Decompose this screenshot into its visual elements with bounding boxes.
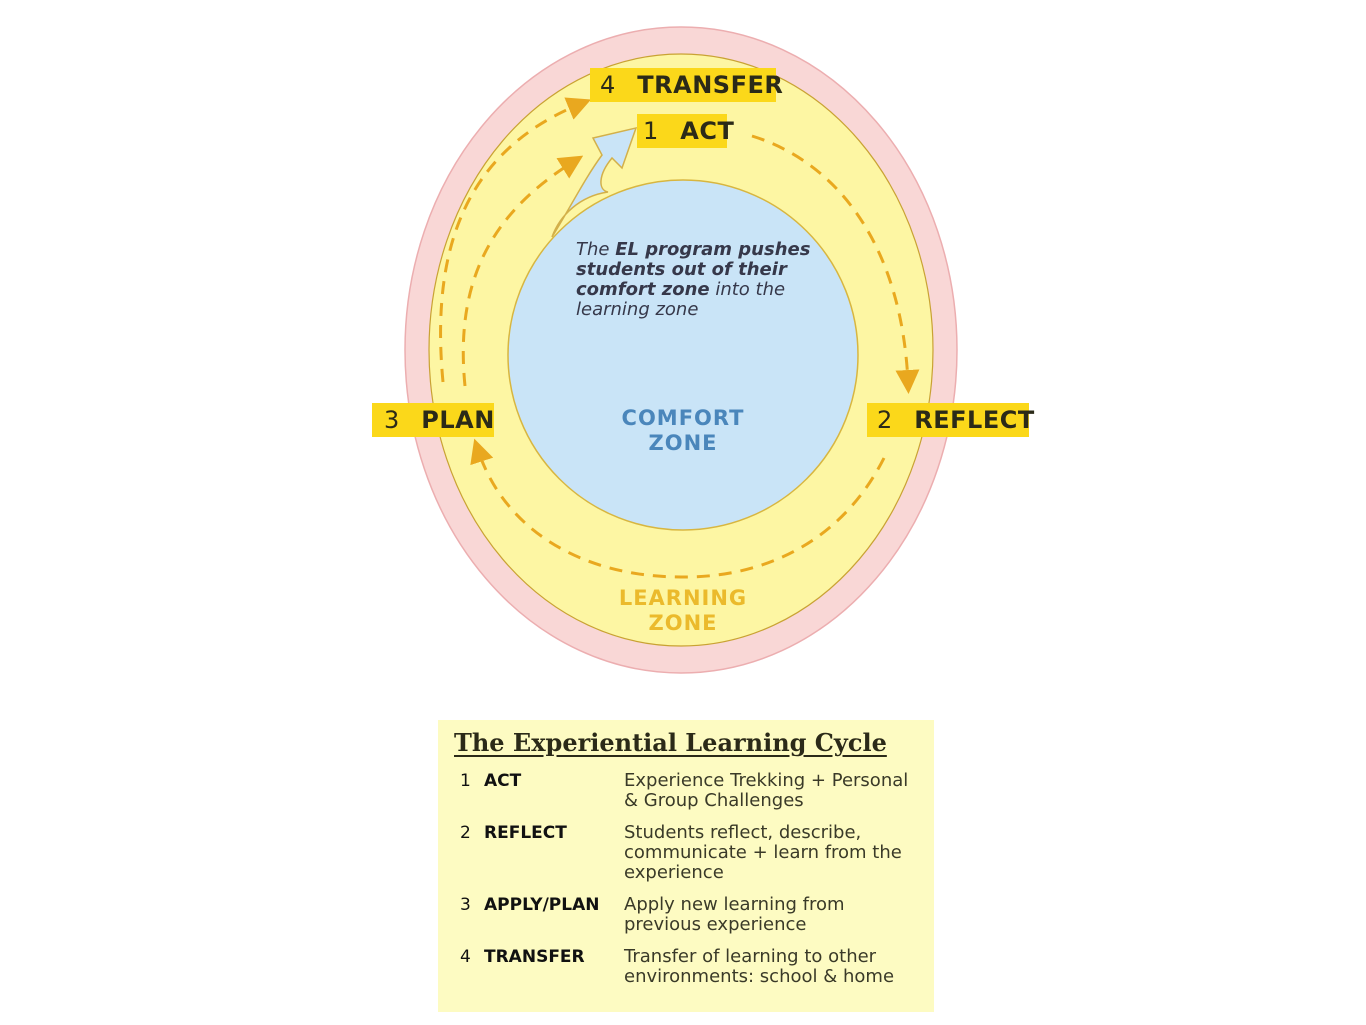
legend-label: APPLY/PLAN — [484, 895, 600, 915]
arrow-act-to-reflect — [751, 134, 920, 394]
step-label-transfer: 4 TRANSFER — [590, 68, 783, 102]
legend-label: TRANSFER — [484, 947, 585, 967]
legend-number: 1 — [460, 771, 471, 791]
legend-key: 4 TRANSFER — [454, 947, 624, 987]
learning-zone-line2: ZONE — [648, 611, 718, 635]
arrow-plan-to-act — [461, 155, 584, 387]
legend-description: Apply new learning from previous experie… — [624, 894, 845, 935]
legend-key: 2 REFLECT — [454, 823, 624, 883]
learning-cycle-diagram — [404, 26, 958, 674]
legend-key: 1 ACT — [454, 771, 624, 811]
legend-row: 4 TRANSFER Transfer of learning to other … — [454, 947, 920, 987]
step-number: 3 — [384, 406, 400, 434]
comfort-zone-line2: ZONE — [648, 431, 718, 455]
legend-key: 3 APPLY/PLAN — [454, 895, 624, 935]
arrow-reflect-to-plan — [470, 438, 886, 579]
step-label-reflect: 2 REFLECT — [867, 403, 1034, 437]
comfort-zone-area — [507, 179, 859, 531]
legend-label: REFLECT — [484, 823, 567, 843]
step-label-plan: 3 PLAN — [372, 403, 494, 437]
legend-number: 2 — [460, 823, 471, 843]
legend-title: The Experiential Learning Cycle — [454, 728, 887, 757]
legend-number: 4 — [460, 947, 471, 967]
push-text-emphasis: EL program pushes students out of their … — [576, 239, 811, 300]
step-word: TRANSFER — [637, 71, 784, 99]
legend-description: Experience Trekking + Personal & Group C… — [624, 770, 909, 811]
step-label-act: 1 ACT — [637, 114, 734, 148]
legend-number: 3 — [460, 895, 471, 915]
comfort-zone-label: COMFORT ZONE — [583, 406, 783, 456]
legend-label: ACT — [484, 771, 522, 791]
arrow-plan-to-transfer — [439, 97, 592, 383]
step-number: 1 — [643, 117, 659, 145]
push-text-part1: The — [576, 239, 616, 260]
push-arrow — [551, 126, 638, 238]
step-word: REFLECT — [914, 406, 1035, 434]
step-word: PLAN — [421, 406, 495, 434]
legend-row: 1 ACT Experience Trekking + Personal & Gr… — [454, 771, 920, 811]
step-word: ACT — [680, 117, 735, 145]
push-description: The EL program pushes students out of th… — [576, 240, 836, 320]
push-text-part3: into the learning zone — [576, 279, 786, 320]
legend-description: Transfer of learning to other environmen… — [624, 946, 895, 987]
legend-panel: The Experiential Learning Cycle 1 ACT Exp… — [438, 720, 934, 1012]
learning-zone-label: LEARNING ZONE — [583, 586, 783, 636]
legend-row: 3 APPLY/PLAN Apply new learning from prev… — [454, 895, 920, 935]
step-number: 2 — [877, 406, 893, 434]
legend-row: 2 REFLECT Students reflect, describe, com… — [454, 823, 920, 883]
comfort-zone-line1: COMFORT — [621, 406, 745, 430]
legend-description: Students reflect, describe, communicate … — [624, 822, 902, 883]
learning-zone-line1: LEARNING — [618, 586, 748, 610]
step-number: 4 — [600, 71, 616, 99]
